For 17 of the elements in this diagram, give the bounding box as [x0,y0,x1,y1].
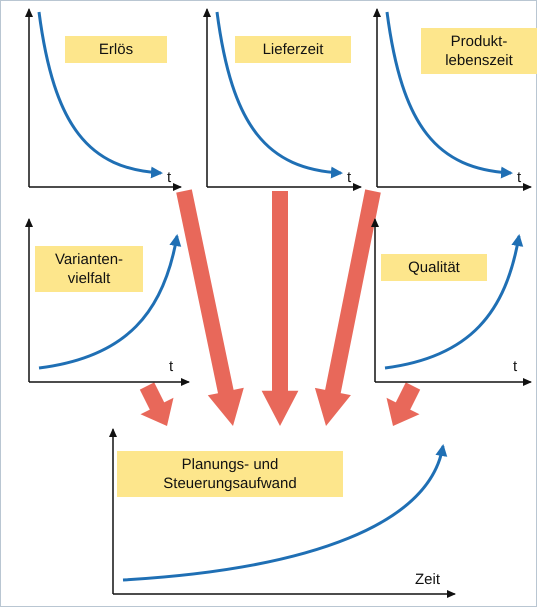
arrow [176,189,244,426]
chart-label: Erlös [65,36,167,63]
arrow [314,189,381,426]
axis-label: Zeit [415,571,440,588]
chart-label: Qualität [381,254,487,281]
chart-label: Planungs- und Steuerungsaufwand [117,451,343,497]
chart-label: Lieferzeit [235,36,351,63]
axis-label: t [517,169,522,186]
chart-label: Varianten- vielfalt [35,246,143,292]
axis-label: t [513,358,518,375]
chart-label: Produkt- lebenszeit [421,28,537,74]
axis-label: t [169,358,174,375]
axis-label: t [347,169,352,186]
arrow [386,382,420,426]
arrow [140,382,174,426]
axis-label: t [167,169,172,186]
arrow [262,191,298,426]
